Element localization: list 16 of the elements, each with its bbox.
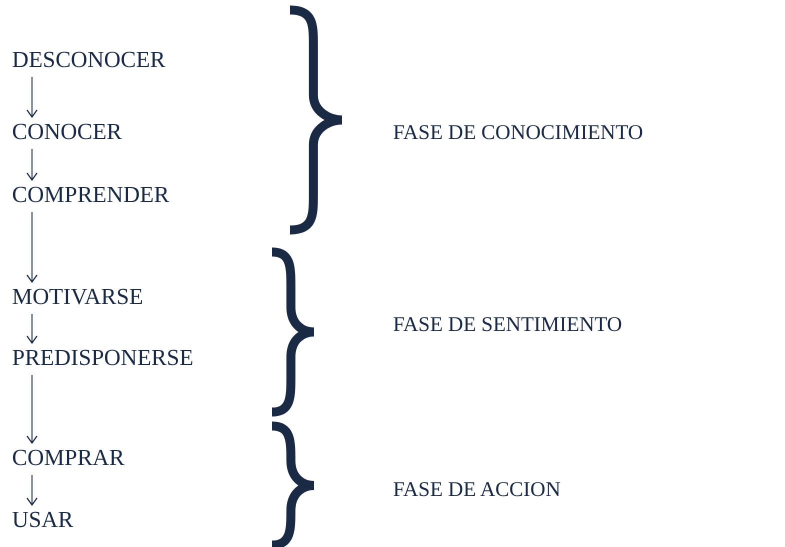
- stage-text: CONOCER: [12, 118, 122, 146]
- stage-text: COMPRENDER: [12, 181, 170, 209]
- stage-text: MOTIVARSE: [12, 283, 144, 311]
- stage-text: USAR: [12, 506, 74, 534]
- stage-text: PREDISPONERSE: [12, 344, 194, 372]
- phase-label: FASE DE SENTIMIENTO: [393, 311, 622, 338]
- arrow: [26, 474, 38, 506]
- arrow: [26, 148, 38, 181]
- arrow: [26, 314, 38, 344]
- arrow: [26, 76, 38, 118]
- stage-text: DESCONOCER: [12, 46, 166, 74]
- stage-text: COMPRAR: [12, 444, 124, 472]
- arrow: [26, 212, 38, 283]
- phase-label: FASE DE ACCION: [393, 476, 561, 503]
- arrow: [26, 374, 38, 444]
- phase-label: FASE DE CONOCIMIENTO: [393, 119, 644, 146]
